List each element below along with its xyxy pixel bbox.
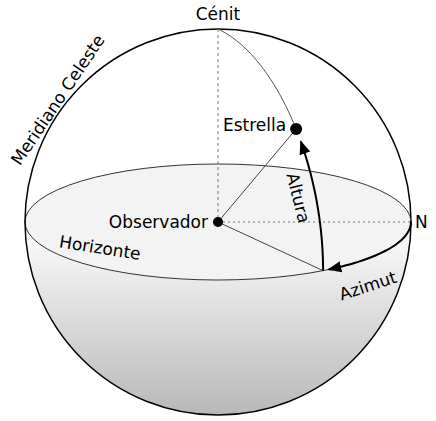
sphere-outline xyxy=(25,29,411,415)
north-label: N xyxy=(415,213,428,232)
observer-label: Observador xyxy=(109,213,208,232)
zenith-axis xyxy=(218,29,219,222)
observer-dot xyxy=(213,217,223,227)
zenith-label: Cénit xyxy=(196,5,241,24)
meridian-arc xyxy=(218,29,296,129)
north-line xyxy=(218,222,411,223)
projection-line xyxy=(218,222,323,271)
star-label: Estrella xyxy=(223,116,286,135)
hidden-horizon xyxy=(388,195,410,220)
star-dot xyxy=(290,123,302,135)
meridian-label: Meridiano Celeste xyxy=(8,31,109,168)
azimuth-arc xyxy=(329,222,411,270)
